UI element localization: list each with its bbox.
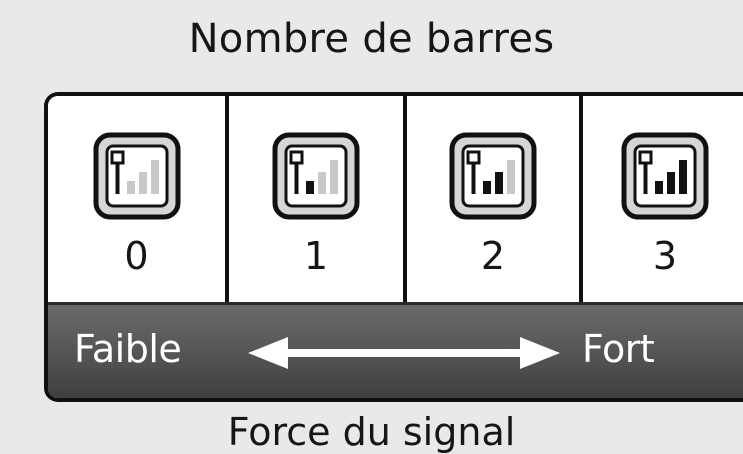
signal-bar-filled (679, 160, 687, 194)
signal-bar-empty (507, 160, 515, 194)
signal-bar-empty (138, 172, 147, 194)
signal-strength-icon (449, 132, 537, 220)
signal-strength-scale: Faible Fort (48, 302, 743, 398)
signal-strength-icon (272, 132, 360, 220)
signal-strength-icon (621, 132, 709, 220)
bar-count-value: 3 (652, 234, 678, 278)
bar-count-cell: 3 (579, 96, 743, 302)
bar-count-cell: 1 (225, 96, 403, 302)
bar-count-cells: 0 1 2 3 (48, 96, 743, 302)
bar-count-value: 0 (124, 234, 149, 278)
double-arrow-icon (248, 337, 560, 369)
signal-bar-empty (318, 172, 326, 194)
scale-caption: Force du signal (227, 410, 516, 454)
signal-strength-icon (93, 132, 180, 220)
signal-bar-filled (667, 172, 675, 194)
bar-count-value: 2 (480, 234, 506, 278)
signal-bar-filled (655, 181, 663, 194)
signal-bar-filled (306, 181, 314, 194)
signal-bar-empty (126, 181, 135, 194)
bar-count-cell: 0 (48, 96, 225, 302)
signal-bar-empty (330, 160, 338, 194)
signal-legend-panel: 0 1 2 3 Faible Fort (44, 92, 743, 402)
bar-count-cell: 2 (403, 96, 579, 302)
diagram-title: Nombre de barres (188, 16, 555, 62)
bar-count-value: 1 (303, 234, 329, 278)
scale-strong-label: Fort (582, 327, 655, 371)
signal-bar-filled (495, 172, 503, 194)
scale-weak-label: Faible (74, 327, 182, 371)
signal-bar-filled (483, 181, 491, 194)
signal-bar-empty (150, 160, 159, 194)
